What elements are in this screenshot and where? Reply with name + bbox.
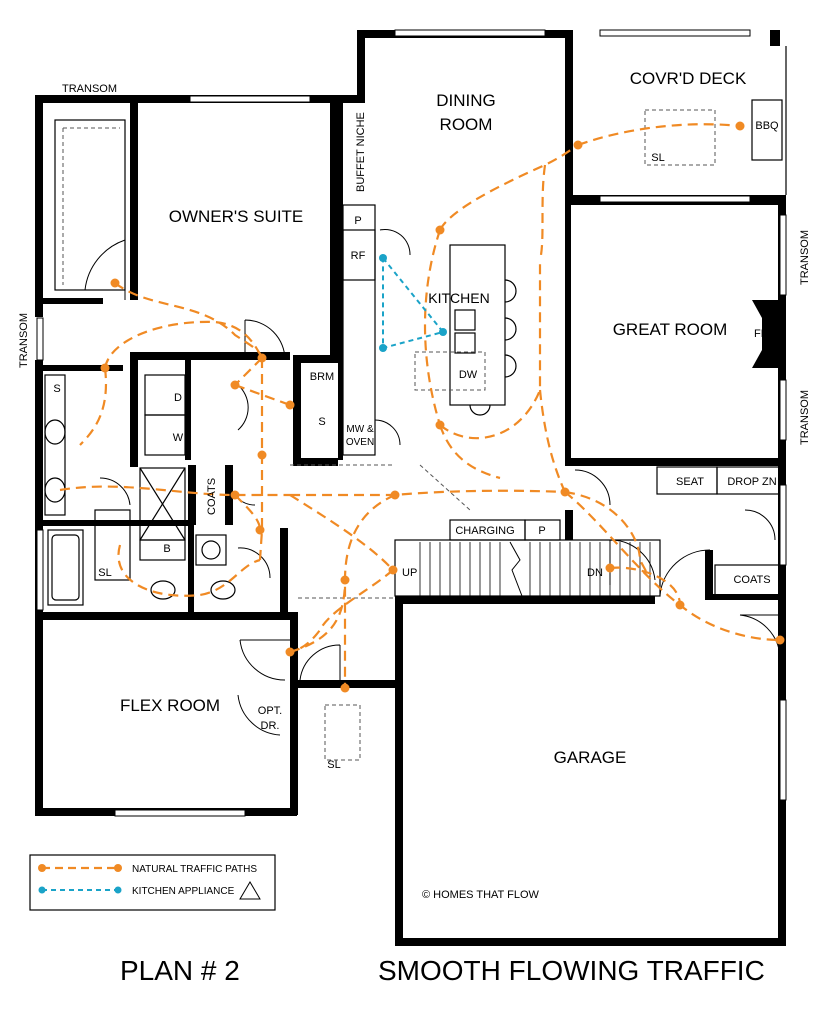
- covered-deck-label: COVR'D DECK: [630, 69, 747, 88]
- transom-top-label: TRANSOM: [62, 83, 117, 95]
- charging-p-label: P: [538, 525, 545, 537]
- stairs-down-label: DN: [587, 567, 603, 579]
- entry-sl-label: SL: [327, 759, 340, 771]
- dining-room-label-line1: DINING: [436, 91, 496, 110]
- copyright-label: © HOMES THAT FLOW: [422, 889, 540, 901]
- kitchen-appliance-triangle: [379, 254, 447, 352]
- washer-label: W: [173, 432, 184, 444]
- b-label: B: [163, 543, 170, 555]
- owners-suite-label: OWNER'S SUITE: [169, 207, 304, 226]
- buffet-niche-label: BUFFET NICHE: [355, 112, 367, 192]
- stair-treads: [419, 541, 651, 597]
- transom-left-label: TRANSOM: [18, 313, 30, 368]
- mw-oven-label-line1: MW &: [346, 424, 374, 435]
- brm-label: BRM: [310, 371, 334, 383]
- legend-appliance-label: KITCHEN APPLIANCE: [132, 886, 235, 897]
- deck-sl-label: SL: [651, 152, 664, 164]
- legend: NATURAL TRAFFIC PATHS KITCHEN APPLIANCE: [29, 854, 276, 911]
- bbq-label: BBQ: [755, 120, 779, 132]
- plan-number-title: PLAN # 2: [120, 955, 240, 986]
- fireplace-label: FP: [754, 328, 768, 340]
- transom-right-top-label: TRANSOM: [799, 230, 811, 285]
- transom-right-bottom-label: TRANSOM: [799, 390, 811, 445]
- doors: [84, 229, 781, 736]
- refrigerator-label: RF: [351, 250, 366, 262]
- traffic-path-nodes: [100, 121, 785, 693]
- coats-right-label: COATS: [733, 574, 770, 586]
- windows: [36, 29, 787, 817]
- stairs-up-label: UP: [402, 567, 417, 579]
- dishwasher-label: DW: [459, 369, 478, 381]
- fixtures: [44, 46, 787, 761]
- interior-walls: [43, 100, 785, 620]
- opt-dr-label-line1: OPT.: [258, 705, 282, 717]
- seat-label: SEAT: [676, 476, 704, 488]
- dryer-label: D: [174, 392, 182, 404]
- legend-traffic-label: NATURAL TRAFFIC PATHS: [132, 864, 257, 875]
- bath-sl-label: SL: [98, 567, 111, 579]
- mw-oven-label-line2: OVEN: [346, 437, 374, 448]
- garage-label: GARAGE: [554, 748, 627, 767]
- stair-break-line: [509, 541, 523, 597]
- flex-room-label: FLEX ROOM: [120, 696, 220, 715]
- drop-zone-label: DROP ZN: [727, 476, 776, 488]
- plan-main-title: SMOOTH FLOWING TRAFFIC: [378, 955, 765, 986]
- bath-s-label: S: [53, 383, 60, 395]
- opt-dr-label-line2: DR.: [261, 720, 280, 732]
- charging-label: CHARGING: [455, 525, 514, 537]
- great-room-label: GREAT ROOM: [613, 320, 728, 339]
- pantry-label: P: [354, 215, 361, 227]
- labels: TRANSOM TRANSOM TRANSOM TRANSOM BUFFET N…: [18, 69, 811, 901]
- coats-left-label: COATS: [206, 478, 218, 515]
- storage-s-label: S: [318, 416, 325, 428]
- dining-room-label-line2: ROOM: [440, 115, 493, 134]
- kitchen-label: KITCHEN: [428, 290, 489, 306]
